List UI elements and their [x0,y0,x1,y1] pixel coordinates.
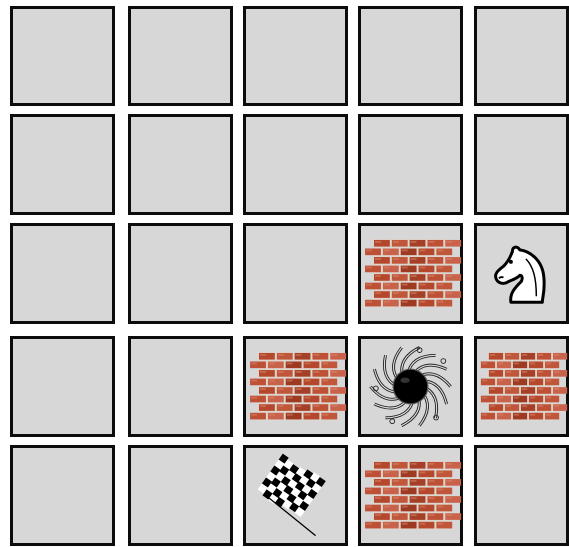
board-cell-r3-c4[interactable] [358,223,463,324]
board-cell-r3-c5[interactable] [474,223,569,324]
board-cell-r1-c1[interactable] [10,6,115,106]
board-cell-r5-c4[interactable] [358,445,463,546]
brick-wall-icon [258,352,333,420]
board-cell-r3-c1[interactable] [10,223,115,324]
brick-wall-icon [373,461,448,529]
board-cell-r1-c5[interactable] [474,6,569,106]
brick-wall-icon [373,239,448,307]
board-cell-r5-c5[interactable] [474,445,569,546]
board-cell-r4-c2[interactable] [128,336,233,437]
board-cell-r1-c4[interactable] [358,6,463,106]
board-cell-r2-c4[interactable] [358,114,463,215]
black-hole-icon [363,341,458,432]
board-cell-r1-c3[interactable] [243,6,348,106]
board-cell-r3-c3[interactable] [243,223,348,324]
board-cell-r5-c3[interactable] [243,445,348,546]
board-cell-r2-c2[interactable] [128,114,233,215]
checkered-flag-icon [250,448,341,543]
board-cell-r1-c2[interactable] [128,6,233,106]
board-cell-r4-c4[interactable] [358,336,463,437]
white-knight-icon[interactable] [484,232,559,316]
board-cell-r3-c2[interactable] [128,223,233,324]
brick-wall-icon [488,352,556,420]
board-cell-r2-c3[interactable] [243,114,348,215]
board-cell-r2-c5[interactable] [474,114,569,215]
board-cell-r2-c1[interactable] [10,114,115,215]
board-cell-r5-c1[interactable] [10,445,115,546]
board-cell-r4-c5[interactable] [474,336,569,437]
board-cell-r5-c2[interactable] [128,445,233,546]
board-cell-r4-c3[interactable] [243,336,348,437]
board-cell-r4-c1[interactable] [10,336,115,437]
